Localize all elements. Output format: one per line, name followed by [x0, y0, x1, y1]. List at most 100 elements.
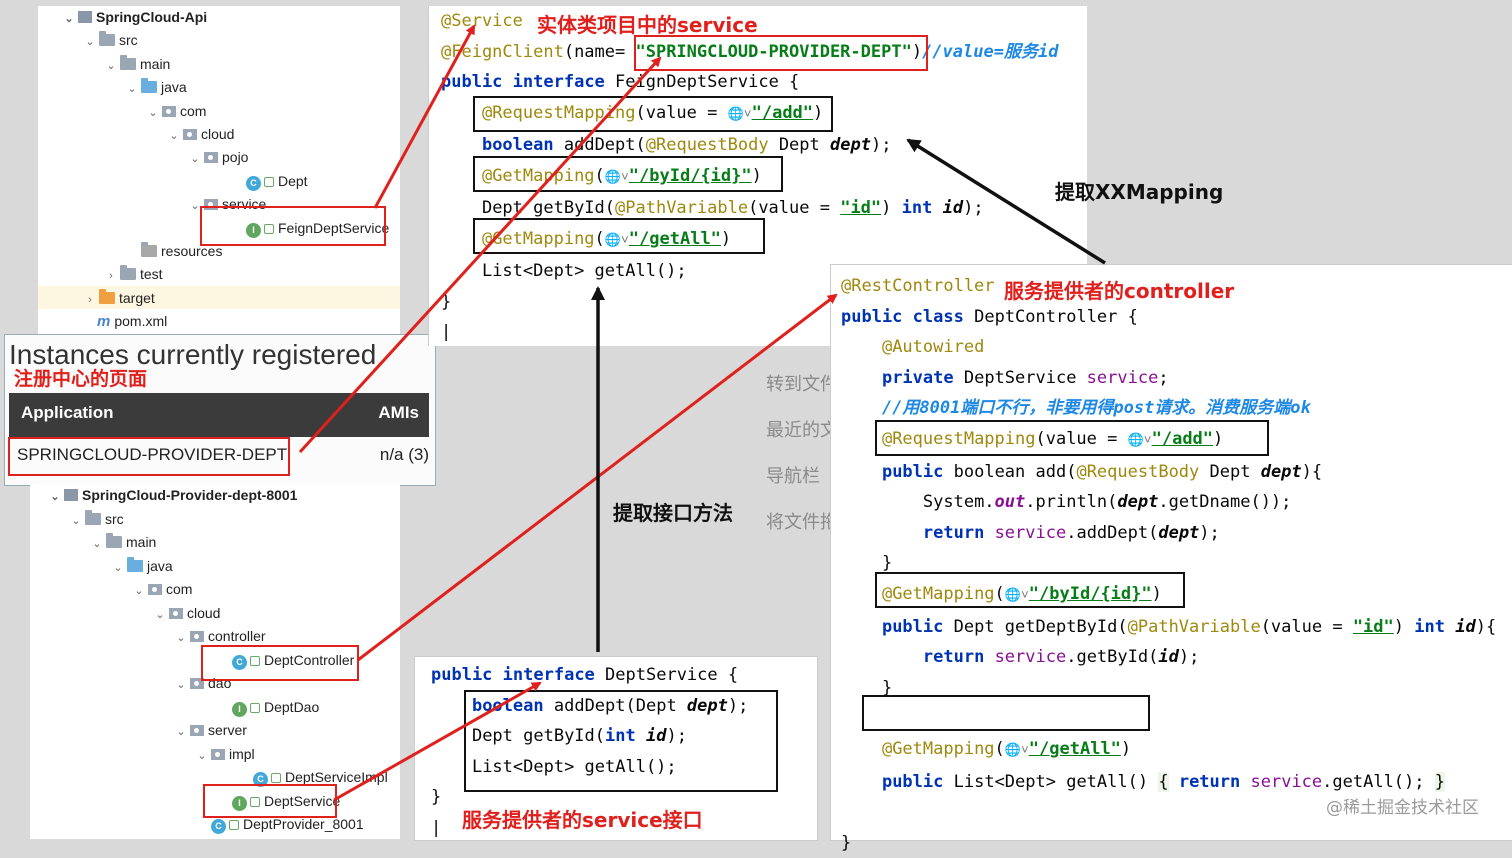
ctrl-byid-box: [875, 572, 1185, 608]
controller-code-editor: @RestController public class DeptControl…: [830, 264, 1512, 853]
source-folder-icon: [127, 556, 143, 572]
chevron-down-icon[interactable]: ⌄: [190, 153, 200, 166]
chevron-down-icon[interactable]: ⌄: [176, 726, 186, 738]
tree-item-src[interactable]: ⌄src: [83, 29, 138, 51]
tree-item-springcloud-api[interactable]: ⌄SpringCloud-Api: [62, 6, 207, 28]
tree-item-label: pojo: [222, 149, 249, 166]
package-icon: [162, 105, 176, 117]
chevron-down-icon[interactable]: ⌄: [92, 538, 102, 550]
chevron-down-icon[interactable]: ⌄: [64, 13, 74, 25]
chevron-down-icon[interactable]: ⌄: [50, 491, 60, 503]
tree-item-controller[interactable]: ⌄controller: [174, 625, 265, 647]
chevron-down-icon[interactable]: ⌄: [113, 561, 123, 574]
tree-item-main[interactable]: ⌄ main: [104, 53, 170, 75]
class-icon: C: [246, 175, 261, 191]
tree-item-label: java: [147, 557, 173, 574]
col-application: Application: [21, 403, 114, 422]
tree-item-label: server: [208, 722, 247, 738]
module-icon: [64, 489, 78, 501]
tree-item-label: DeptService: [264, 792, 341, 809]
tree-item-label: pom.xml: [114, 313, 168, 330]
folder-icon: [120, 54, 136, 70]
extract-mapping-label: 提取XXMapping: [1055, 180, 1224, 204]
tree-item-springcloud-provider-dept-8001[interactable]: ⌄ SpringCloud-Provider-dept-8001: [48, 484, 297, 506]
tree-item-label: main: [126, 534, 157, 550]
source-folder-icon: [141, 78, 157, 94]
tree-item-service[interactable]: ⌄service: [188, 193, 266, 215]
package-icon: [183, 129, 197, 140]
module-icon: [78, 11, 92, 23]
tree-item-target[interactable]: ›target: [83, 287, 155, 309]
chevron-down-icon[interactable]: ⌄: [176, 679, 186, 691]
tree-item-label: src: [105, 510, 124, 527]
chevron-down-icon[interactable]: ⌄: [176, 632, 186, 644]
tree-item-label: DeptController: [264, 651, 355, 668]
tree-item-java[interactable]: ⌄ java: [111, 555, 173, 577]
chevron-down-icon[interactable]: ⌄: [134, 585, 144, 597]
chevron-down-icon[interactable]: ⌄: [71, 514, 81, 527]
folder-icon: [120, 265, 136, 281]
eureka-row-amis: n/a (3): [379, 445, 429, 464]
dept-service-tree-box: [203, 784, 337, 818]
tree-item-label: com: [180, 102, 207, 119]
feign-label: 实体类项目中的service: [537, 13, 758, 37]
tree-item-label: com: [166, 581, 193, 597]
package-icon: [190, 678, 204, 689]
ann-feignclient: @FeignClient: [441, 41, 564, 62]
tree-item-label: test: [140, 266, 163, 283]
tree-item-label: SpringCloud-Provider-dept-8001: [82, 487, 298, 503]
controller-label: 服务提供者的controller: [1004, 279, 1235, 303]
folder-icon: [106, 533, 122, 548]
service-methods-box: [464, 690, 778, 792]
feign-getall-box: [473, 218, 765, 254]
tree-item-cloud[interactable]: ⌄cloud: [153, 602, 220, 624]
eureka-row-app[interactable]: SPRINGCLOUD-PROVIDER-DEPT: [17, 445, 288, 464]
globe-icon: 🌐˅: [1004, 587, 1029, 603]
chevron-down-icon[interactable]: ⌄: [197, 749, 207, 762]
excluded-folder-icon: [99, 288, 115, 304]
globe-icon: 🌐˅: [1004, 742, 1029, 758]
package-icon: [204, 152, 218, 164]
chevron-down-icon[interactable]: ⌄: [148, 106, 158, 119]
chevron-right-icon[interactable]: ›: [88, 293, 92, 306]
feign-comment: //value=服务id: [922, 41, 1059, 62]
eureka-label: 注册中心的页面: [14, 368, 148, 390]
tree-item-server[interactable]: ⌄ server: [174, 719, 247, 741]
folder-icon: [85, 509, 101, 525]
access-lock-icon: [229, 820, 239, 830]
chevron-down-icon[interactable]: ⌄: [85, 36, 95, 49]
tree-item-com[interactable]: ⌄ com: [132, 578, 192, 600]
tree-item-src[interactable]: ⌄ src: [69, 508, 124, 530]
eureka-app-box: [8, 437, 290, 476]
feign-interface-name: FeignDeptService {: [615, 72, 800, 92]
access-lock-icon: [250, 655, 260, 666]
tree-item-cloud[interactable]: ⌄ cloud: [167, 123, 234, 145]
tree-item-dept[interactable]: C Dept: [230, 170, 308, 192]
chevron-down-icon[interactable]: ⌄: [155, 608, 165, 621]
tree-item-label: Dept: [278, 172, 308, 189]
tree-item-resources[interactable]: resources: [125, 240, 222, 262]
bg-menu-item: 转到文件: [766, 374, 834, 395]
tree-item-java[interactable]: ⌄java: [125, 76, 187, 98]
tree-item-main[interactable]: ⌄ main: [90, 531, 156, 553]
tree-item-test[interactable]: › test: [104, 263, 163, 285]
tree-item-com[interactable]: ⌄ com: [146, 100, 206, 122]
package-icon: [190, 631, 204, 642]
chevron-down-icon[interactable]: ⌄: [127, 83, 137, 96]
feign-byid-box: [473, 156, 783, 192]
chevron-down-icon[interactable]: ⌄: [169, 130, 179, 142]
tree-item-pojo[interactable]: ⌄ pojo: [188, 146, 248, 168]
chevron-down-icon[interactable]: ⌄: [106, 59, 116, 72]
service-name-box: [634, 35, 928, 71]
chevron-right-icon[interactable]: ›: [109, 270, 113, 283]
chevron-down-icon[interactable]: ⌄: [190, 200, 200, 213]
tree-item-label: DeptServiceImpl: [285, 769, 388, 785]
tree-item-label: cloud: [201, 126, 235, 142]
tree-item-impl[interactable]: ⌄impl: [195, 743, 254, 765]
tree-item-label: main: [140, 55, 171, 72]
